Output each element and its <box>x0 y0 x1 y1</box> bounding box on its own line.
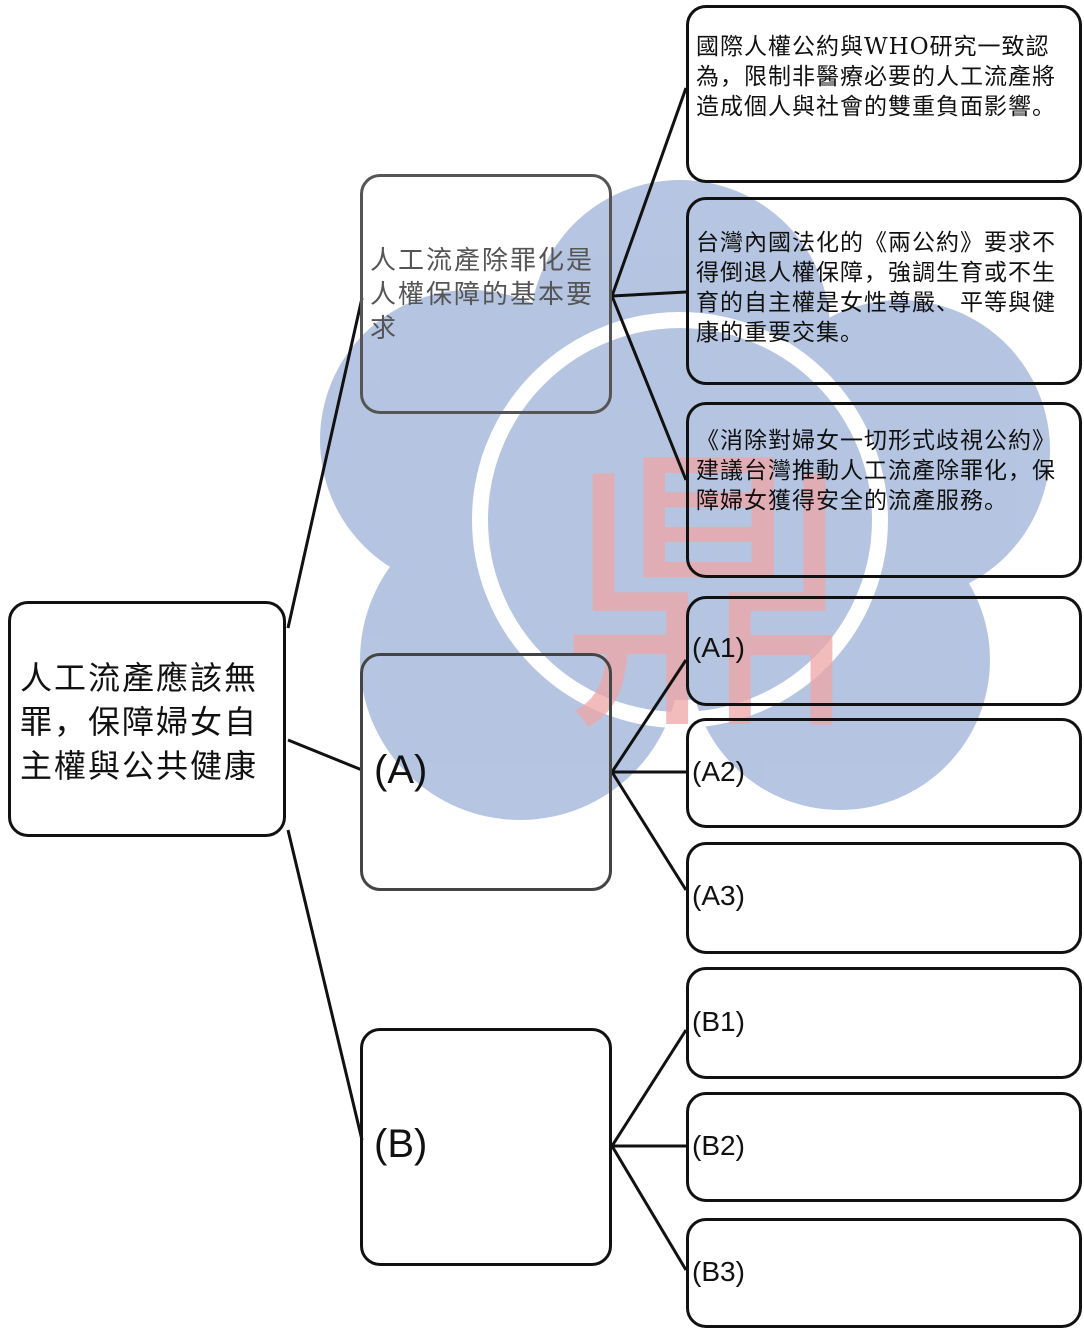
brancha-leaf2-text: (A2) <box>692 756 745 787</box>
branchb-label: (B) <box>374 1122 428 1166</box>
branch1-label: 人工流產除罪化是人權保障的基本要求 <box>370 246 595 344</box>
connector-root-branchb <box>286 829 364 1141</box>
branchb-leaf2-text: (B2) <box>692 1130 745 1161</box>
branch1-leaf1-box <box>686 5 1082 183</box>
branchb-leaf3-text: (B3) <box>692 1256 745 1287</box>
branch1-leaf3-box <box>686 402 1082 578</box>
brancha-leaf1-box <box>686 596 1082 706</box>
connector-brancha-a3 <box>610 771 688 891</box>
branch1-node <box>360 174 612 414</box>
brancha-leaf3-text: (A3) <box>692 880 745 911</box>
connector-branchb-b1 <box>610 1029 688 1147</box>
root-node <box>8 601 286 837</box>
connector-root-branch1 <box>286 297 364 629</box>
branchb-leaf3-box <box>686 1218 1082 1328</box>
connector-root-brancha <box>287 738 363 772</box>
brancha-leaf2-box <box>686 718 1082 828</box>
watermark-ring <box>472 312 888 728</box>
connector-brancha-a1 <box>610 659 688 773</box>
connector-branch1-leaf2 <box>611 290 687 298</box>
branchb-leaf2-box <box>686 1092 1082 1202</box>
brancha-leaf3-box <box>686 842 1082 954</box>
branch1-leaf2-text: 台灣內國法化的《兩公約》要求不得倒退人權保障，強調生育或不生育的自主權是女性尊嚴… <box>696 230 1056 346</box>
branch1-leaf2-box <box>686 197 1082 385</box>
brancha-label: (A) <box>374 748 428 792</box>
connector-branch1-leaf1 <box>610 87 688 297</box>
brancha-leaf1-text: (A1) <box>692 632 745 663</box>
branchb-node <box>360 1028 612 1266</box>
branch1-leaf1-text: 國際人權公約與WHO研究一致認為，限制非醫療必要的人工流產將造成個人與社會的雙重… <box>696 34 1056 120</box>
connector-branchb-b3 <box>610 1145 688 1271</box>
watermark-center <box>500 340 860 700</box>
branchb-leaf1-box <box>686 967 1082 1079</box>
connector-branch1-leaf3 <box>610 295 688 481</box>
branchb-leaf1-text: (B1) <box>692 1006 745 1037</box>
brancha-node <box>360 653 612 891</box>
root-label: 人工流產應該無罪，保障婦女自主權與公共健康 <box>20 659 259 785</box>
branch1-leaf3-text: 《消除對婦女一切形式歧視公約》建議台灣推動人工流產除罪化，保障婦女獲得安全的流產… <box>696 428 1056 514</box>
